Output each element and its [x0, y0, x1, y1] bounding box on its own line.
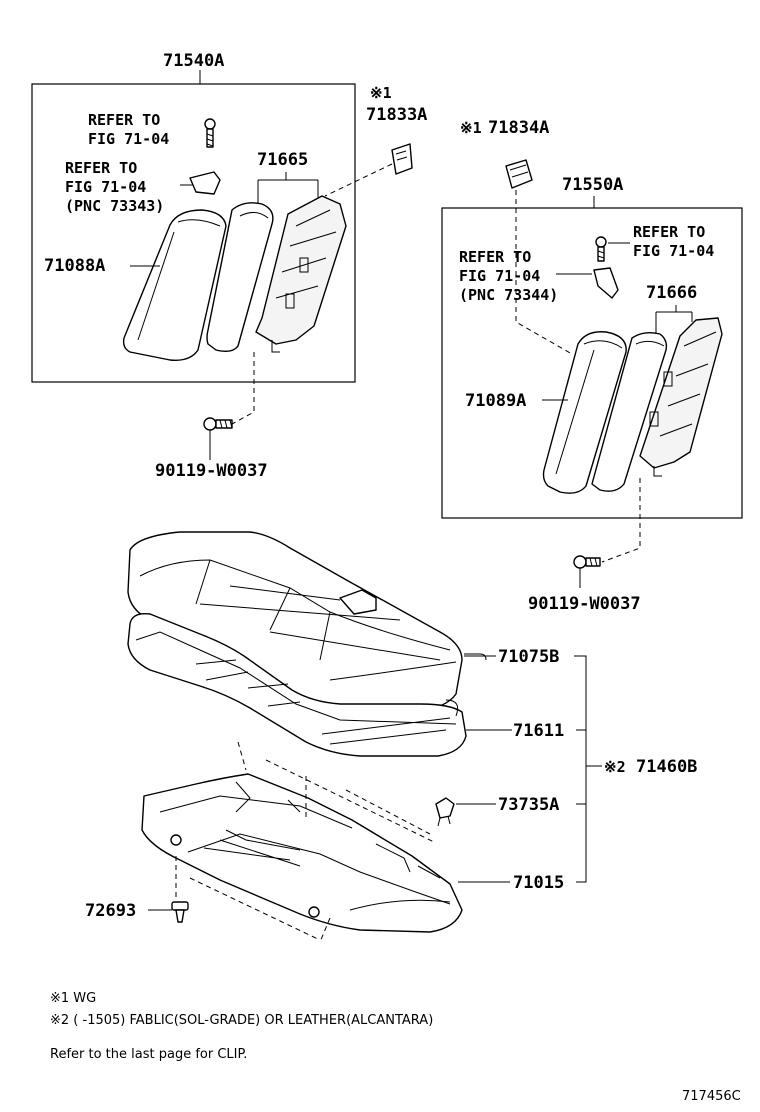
marker-1-71834A: ※1 [460, 119, 482, 137]
label-71460B: 71460B [636, 757, 697, 777]
seat-pad [127, 613, 467, 757]
ref-left-b-line3: (PNC 73343) [65, 197, 164, 215]
label-71088A: 71088A [44, 256, 105, 276]
dash-71834A [515, 190, 573, 355]
dash-bolt-left [231, 352, 255, 425]
label-bolt-right: 90119-W0037 [528, 594, 641, 614]
label-72693: 72693 [85, 901, 136, 921]
label-71834A: 71834A [488, 118, 549, 138]
ref-right-a-line2: FIG 71-04 [633, 242, 714, 260]
dash-71833A [324, 163, 393, 197]
cover-71834A-icon [505, 159, 533, 189]
marker-1-71833A: ※1 [370, 84, 392, 102]
bracket-71460B [574, 655, 602, 883]
ref-right-a-line1: REFER TO [633, 223, 705, 241]
hinge-cover-icon [189, 171, 221, 195]
label-71665: 71665 [257, 150, 308, 170]
ref-left-b-line2: FIG 71-04 [65, 178, 146, 196]
ref-right-b-line2: FIG 71-04 [459, 267, 540, 285]
seatback-pad-right [542, 331, 627, 494]
dash-pan-a [237, 741, 435, 843]
label-71611: 71611 [513, 721, 564, 741]
label-71666: 71666 [646, 283, 697, 303]
ref-left-b-line1: REFER TO [65, 159, 137, 177]
note-2: ※2 ( -1505) FABLIC(SOL-GRADE) OR LEATHER… [50, 1013, 433, 1028]
clip-73735A-icon [435, 797, 455, 827]
ref-right-b-line3: (PNC 73344) [459, 286, 558, 304]
label-71550A: 71550A [562, 175, 623, 195]
bolt-right-icon [573, 555, 601, 569]
assy-box-right [441, 207, 743, 519]
screw-right-icon [595, 236, 607, 262]
ref-left-a-line2: FIG 71-04 [88, 130, 169, 148]
seatback-frame-right [639, 317, 723, 469]
label-71089A: 71089A [465, 391, 526, 411]
seatback-pad-left [122, 209, 227, 361]
figure-id: 717456C [682, 1089, 741, 1104]
assy-box-left [31, 83, 356, 383]
bracket-71665 [257, 172, 319, 204]
seatback-mid-left [206, 202, 274, 353]
seat-cover-latch [339, 589, 377, 615]
clip-72693-icon [171, 901, 189, 923]
bolt-left-icon [203, 417, 233, 431]
label-bolt-left: 90119-W0037 [155, 461, 268, 481]
bracket-71666 [655, 305, 693, 334]
label-71540A: 71540A [163, 51, 224, 71]
hinge-cover-right-icon [593, 267, 619, 299]
seat-cover [127, 531, 463, 711]
ref-left-a-line1: REFER TO [88, 111, 160, 129]
note-1: ※1 WG [50, 991, 96, 1006]
seat-pan [141, 773, 463, 933]
ref-right-b-line1: REFER TO [459, 248, 531, 266]
seatback-mid-right [591, 331, 668, 492]
label-71075B: 71075B [498, 647, 559, 667]
label-71015: 71015 [513, 873, 564, 893]
label-71833A: 71833A [366, 105, 427, 125]
screw-icon [204, 118, 216, 148]
label-73735A: 73735A [498, 795, 559, 815]
note-3: Refer to the last page for CLIP. [50, 1047, 247, 1062]
marker-2-71460B: ※2 [604, 758, 626, 776]
dash-pan-c [189, 877, 331, 943]
pan-clip-hole [170, 834, 182, 846]
seatback-frame-left [255, 195, 347, 345]
